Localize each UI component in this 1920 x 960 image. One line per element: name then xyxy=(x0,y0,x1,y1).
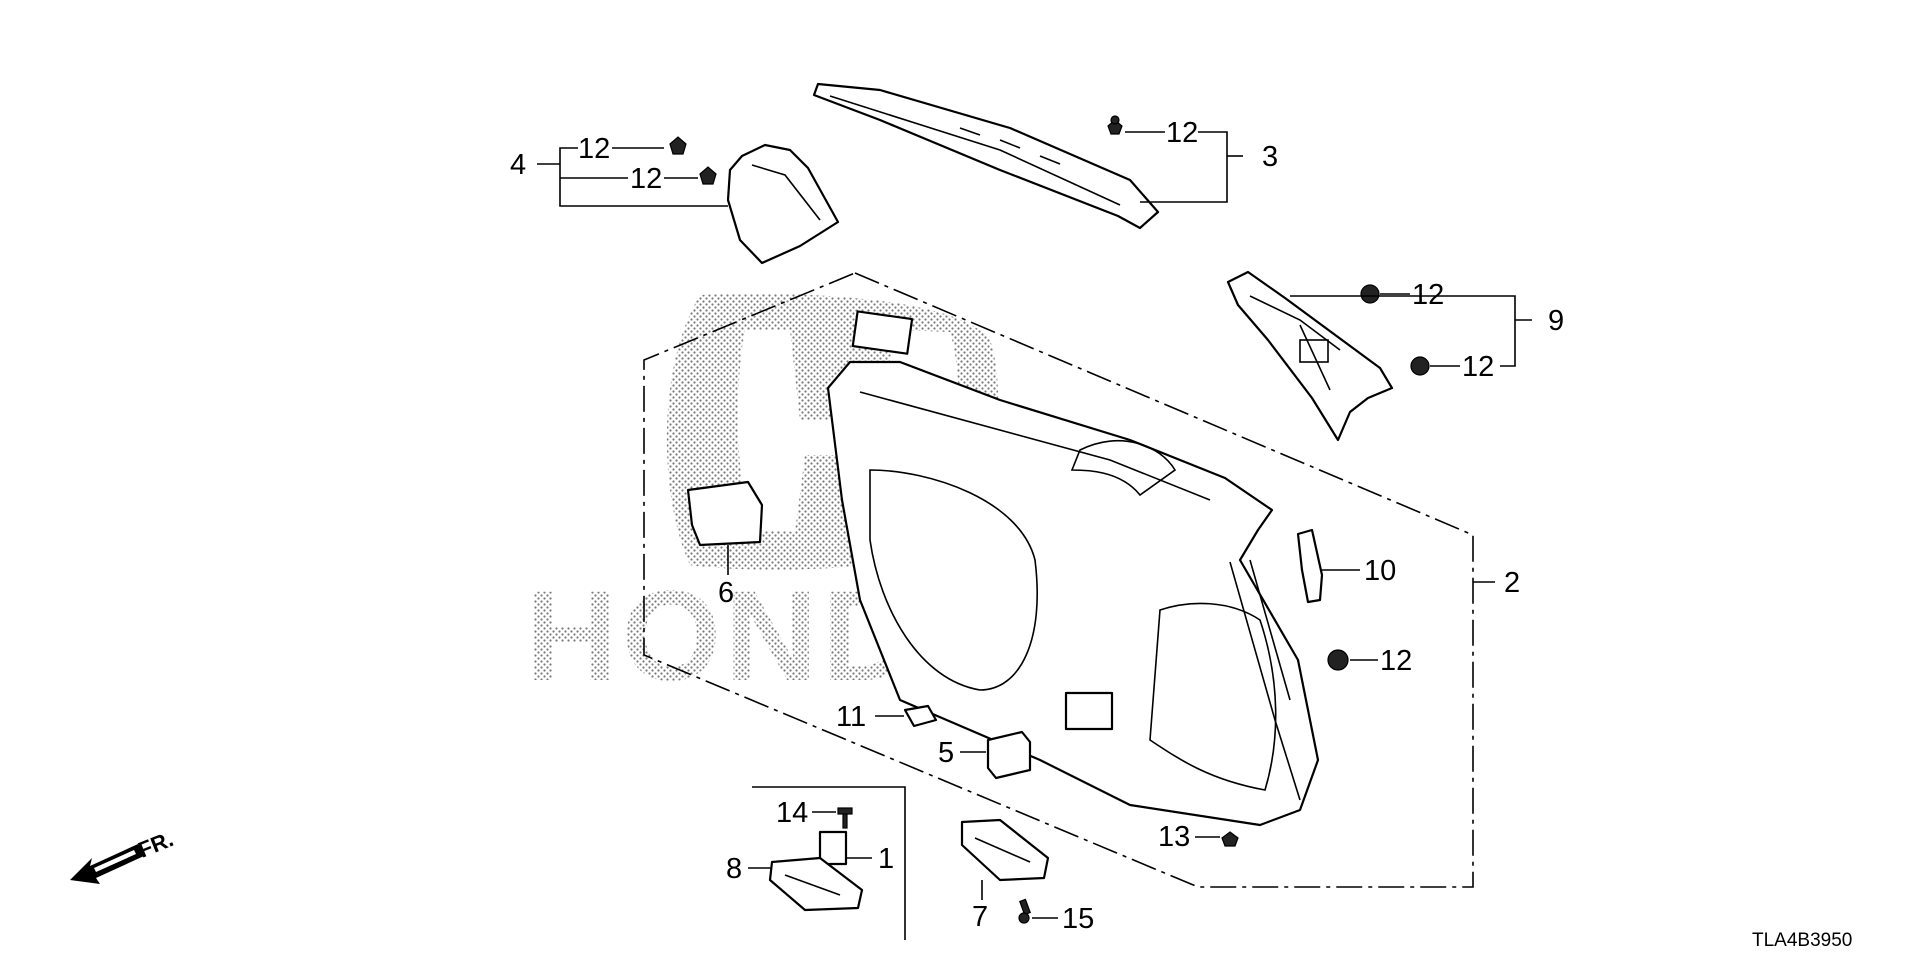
inset-bracket xyxy=(752,786,906,940)
part-lamp-7 xyxy=(960,818,1050,882)
callout-10: 10 xyxy=(1364,555,1396,587)
part-side-garnish xyxy=(1296,528,1324,604)
part-left-pillar-trim xyxy=(726,143,840,265)
callout-9: 9 xyxy=(1548,305,1564,337)
callout-7: 7 xyxy=(972,901,988,933)
part-small-bracket xyxy=(903,704,938,728)
clip-12-right-b xyxy=(1410,356,1430,376)
callout-1: 1 xyxy=(878,843,894,875)
callout-11: 11 xyxy=(836,701,866,733)
callout-12: 12 xyxy=(578,133,610,165)
front-label: FR. xyxy=(135,826,177,862)
drawing-code: TLA4B3950 xyxy=(1752,930,1852,951)
callout-12: 12 xyxy=(1166,117,1198,149)
part-screw-15 xyxy=(1018,898,1031,924)
callout-14: 14 xyxy=(776,797,808,829)
pocket-lower-center xyxy=(1064,691,1114,731)
callout-6: 6 xyxy=(718,577,734,609)
pocket-upper-left xyxy=(851,310,914,355)
part-lamp-8 xyxy=(768,856,864,912)
part-square-lid xyxy=(986,730,1032,780)
leader-9-bracket xyxy=(1290,295,1516,367)
callout-12: 12 xyxy=(1462,351,1494,383)
clip-12-left-b xyxy=(699,166,717,185)
part-left-lid xyxy=(686,480,764,547)
callout-15: 15 xyxy=(1062,903,1094,935)
front-direction-arrow: FR. xyxy=(70,826,177,884)
leader-3-bracket xyxy=(1140,131,1228,203)
callout-12: 12 xyxy=(1380,645,1412,677)
callout-3: 3 xyxy=(1262,141,1278,173)
part-right-pillar-trim xyxy=(1226,270,1394,442)
clip-12-top xyxy=(1107,115,1123,135)
part-tailgate-lining xyxy=(826,310,1320,827)
callout-12: 12 xyxy=(630,163,662,195)
callout-2: 2 xyxy=(1504,567,1520,599)
callout-13: 13 xyxy=(1158,821,1190,853)
part-connector-1 xyxy=(818,830,848,866)
callout-4: 4 xyxy=(510,149,526,181)
clip-12-right-a xyxy=(1360,284,1380,304)
callout-12: 12 xyxy=(1412,279,1444,311)
callout-5: 5 xyxy=(938,737,954,769)
part-clip-13 xyxy=(1221,831,1239,847)
callout-8: 8 xyxy=(726,853,742,885)
assembly-boundary xyxy=(643,272,1474,888)
part-screw-14 xyxy=(837,807,853,829)
clip-12-right-c xyxy=(1327,649,1349,671)
part-upper-garnish xyxy=(812,82,1160,230)
clip-12-left-a xyxy=(669,136,687,155)
leader-4-upper xyxy=(559,147,578,164)
